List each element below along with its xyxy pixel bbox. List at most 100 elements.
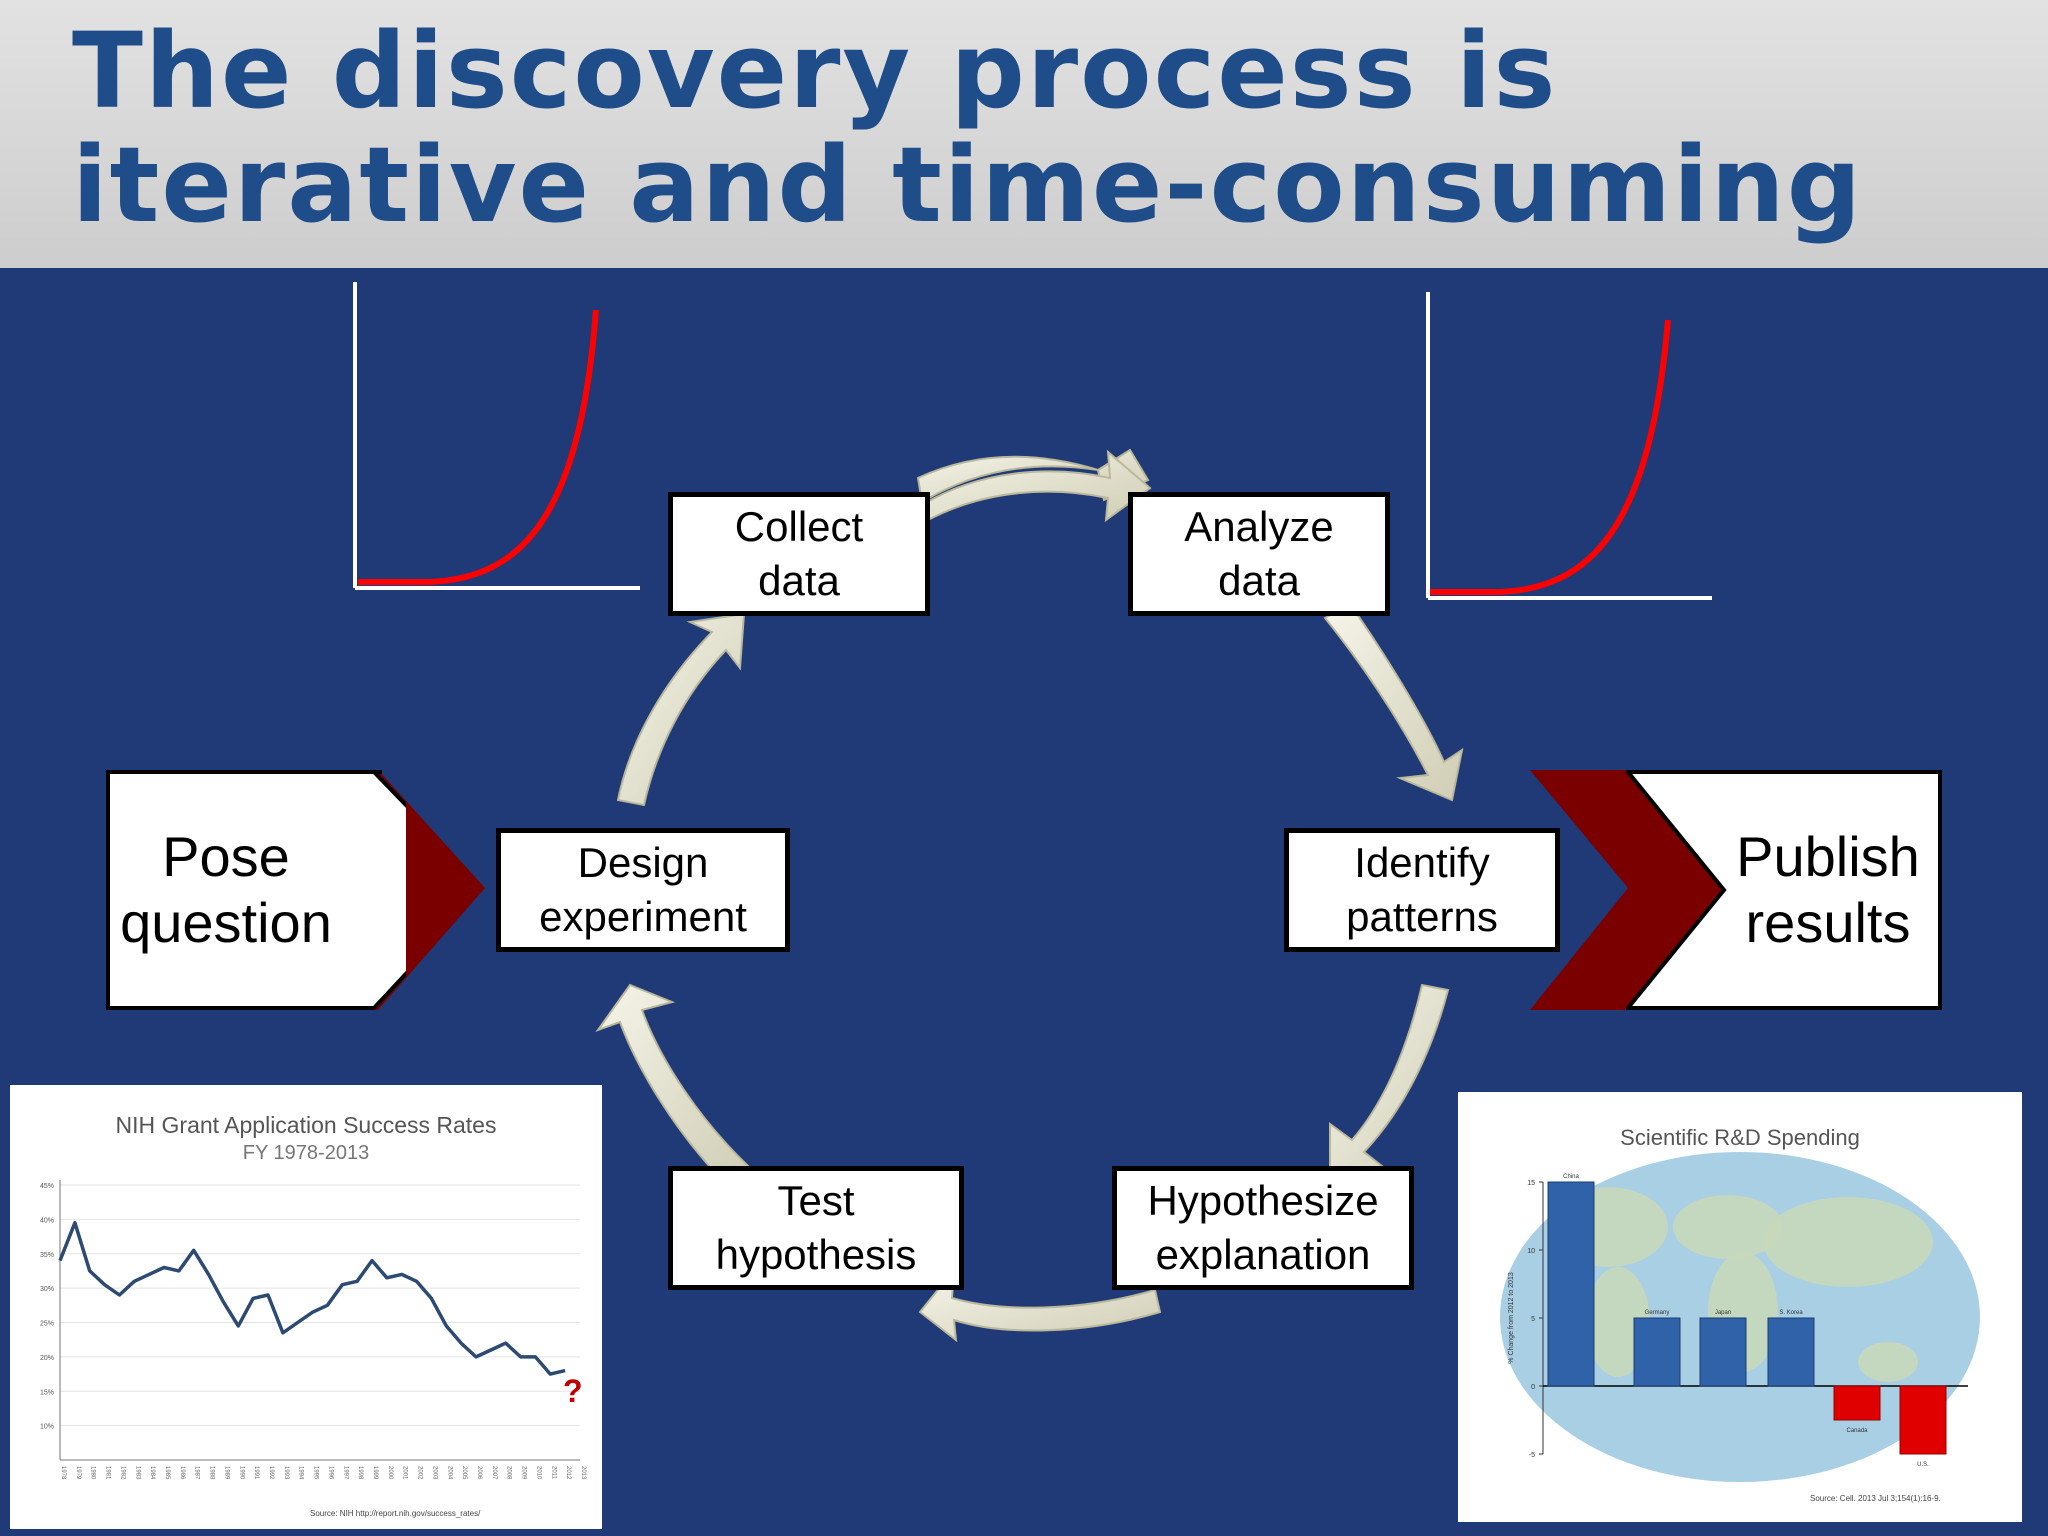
rd-bar-label: U.S.: [1917, 1462, 1929, 1468]
arrow-analyze-to-identify: [1323, 602, 1464, 802]
arrow-design-to-collect: [616, 612, 746, 807]
title-line-2: iterative and time-consuming: [72, 124, 1864, 246]
nih-x-tick-label: 2009: [521, 1466, 527, 1480]
nih-x-tick-label: 1997: [342, 1466, 348, 1480]
publish-results-label: Publish results: [1710, 770, 1946, 1010]
nih-x-tick-label: 2001: [402, 1466, 408, 1480]
nih-chart-source: Source: NIH http://report.nih.gov/succes…: [310, 1509, 481, 1518]
nih-x-tick-label: 1985: [164, 1466, 170, 1480]
nih-x-tick-label: 2011: [550, 1466, 556, 1480]
rd-bar-label: Japan: [1715, 1310, 1731, 1316]
nih-y-tick-label: 25%: [40, 1321, 54, 1328]
rd-y-tick-label: -5: [1529, 1452, 1535, 1459]
arrow-collect-to-analyze-body: [920, 449, 1152, 523]
identify-patterns-box: Identify patterns: [1284, 828, 1560, 952]
rd-bar: [1767, 1317, 1815, 1387]
rd-y-tick-label: 15: [1527, 1180, 1535, 1187]
rd-bar-label: Germany: [1645, 1310, 1670, 1316]
nih-x-tick-label: 2000: [387, 1466, 393, 1480]
publish-line-1: Publish: [1736, 825, 1920, 888]
design-experiment-box: Design experiment: [496, 828, 790, 952]
nih-x-tick-label: 1983: [134, 1466, 140, 1480]
nih-x-tick-label: 1986: [179, 1466, 185, 1480]
nih-x-tick-label: 1995: [313, 1466, 319, 1480]
nih-x-tick-label: 1988: [209, 1466, 215, 1480]
arrow-hypothesize-to-test: [918, 1266, 1162, 1343]
nih-x-tick-label: 1990: [238, 1466, 244, 1480]
rd-bar: [1633, 1317, 1681, 1387]
nih-chart-title: NIH Grant Application Success Rates: [115, 1112, 497, 1138]
title-line-1: The discovery process is: [72, 10, 1558, 132]
identify-line-1: Identify: [1354, 839, 1490, 886]
test-line-1: Test: [777, 1177, 855, 1224]
rd-y-tick-label: 10: [1527, 1248, 1535, 1255]
nih-y-tick-label: 40%: [40, 1217, 54, 1224]
analyze-data-box: Analyze data: [1128, 492, 1390, 616]
title-bar: The discovery process is iterative and t…: [0, 0, 2048, 268]
nih-x-tick-label: 1981: [105, 1466, 111, 1480]
analyze-line-2: data: [1218, 557, 1300, 604]
nih-x-tick-label: 1991: [253, 1466, 259, 1480]
pose-box-shape: [106, 770, 406, 1010]
exponential-chart-left: [353, 282, 640, 590]
nih-x-tick-label: 2004: [446, 1466, 452, 1480]
rd-y-tick-label: 0: [1531, 1384, 1535, 1391]
rd-bar-label: China: [1563, 1174, 1579, 1180]
nih-y-tick-label: 30%: [40, 1286, 54, 1293]
nih-y-tick-label: 45%: [40, 1183, 54, 1190]
collect-data-box: Collect data: [668, 492, 930, 616]
test-hypothesis-box: Test hypothesis: [668, 1166, 964, 1290]
pose-question-label: Pose question: [110, 770, 342, 1010]
hypothesize-line-1: Hypothesize: [1147, 1177, 1379, 1224]
arrow-test-to-design: [595, 983, 750, 1188]
nih-x-tick-label: 2005: [461, 1466, 467, 1480]
nih-x-tick-label: 1993: [283, 1466, 289, 1480]
nih-x-tick-label: 1978: [60, 1466, 66, 1480]
exp-left-curve: [358, 309, 599, 585]
rd-bar-label: S. Korea: [1779, 1310, 1803, 1316]
nih-x-tick-label: 1992: [268, 1466, 274, 1480]
slide-title: The discovery process is iterative and t…: [72, 14, 1863, 242]
nih-x-tick-label: 2002: [417, 1466, 423, 1480]
arrow-collect-to-analyze: [916, 448, 1150, 504]
rd-y-axis-label: % Change from 2012 to 2013: [1508, 1272, 1515, 1364]
rd-chart-source: Source: Cell. 2013 Jul 3;154(1):16-9.: [1810, 1494, 1941, 1503]
design-line-2: experiment: [539, 893, 747, 940]
world-map-landmass: [1763, 1197, 1933, 1287]
rd-bar-label: Canada: [1846, 1428, 1868, 1434]
exp-right-curve: [1430, 319, 1671, 595]
rd-bar: [1547, 1181, 1595, 1387]
nih-x-tick-label: 1982: [119, 1466, 125, 1480]
nih-y-tick-label: 10%: [40, 1424, 54, 1431]
nih-x-tick-label: 2006: [476, 1466, 482, 1480]
nih-x-tick-label: 1996: [327, 1466, 333, 1480]
nih-x-tick-label: 2012: [565, 1466, 571, 1480]
collect-line-2: data: [758, 557, 840, 604]
rd-bar: [1899, 1385, 1947, 1455]
nih-question-mark: ?: [563, 1373, 583, 1409]
nih-x-tick-label: 1987: [194, 1466, 200, 1480]
nih-y-tick-label: 20%: [40, 1355, 54, 1362]
arrow-identify-to-hypothesize: [1329, 983, 1450, 1182]
nih-series-line: [58, 1221, 566, 1376]
nih-x-tick-label: 2007: [491, 1466, 497, 1480]
analyze-line-1: Analyze: [1184, 503, 1334, 550]
publish-box-shape: [1626, 770, 1942, 1010]
nih-x-tick-label: 2003: [431, 1466, 437, 1480]
nih-x-tick-label: 2010: [535, 1466, 541, 1480]
nih-x-tick-label: 1979: [75, 1466, 81, 1480]
pose-line-2: question: [120, 891, 332, 954]
hypothesize-explanation-box: Hypothesize explanation: [1112, 1166, 1414, 1290]
nih-success-rate-chart: NIH Grant Application Success Rates FY 1…: [10, 1085, 602, 1529]
publish-line-2: results: [1745, 891, 1911, 954]
world-map-landmass: [1673, 1195, 1783, 1259]
rd-bar: [1699, 1317, 1747, 1387]
design-line-1: Design: [577, 839, 709, 886]
identify-line-2: patterns: [1346, 893, 1498, 940]
nih-x-tick-label: 1984: [149, 1466, 155, 1480]
nih-x-tick-label: 2008: [506, 1466, 512, 1480]
rd-chart-title: Scientific R&D Spending: [1620, 1125, 1860, 1150]
nih-y-tick-label: 15%: [40, 1389, 54, 1396]
